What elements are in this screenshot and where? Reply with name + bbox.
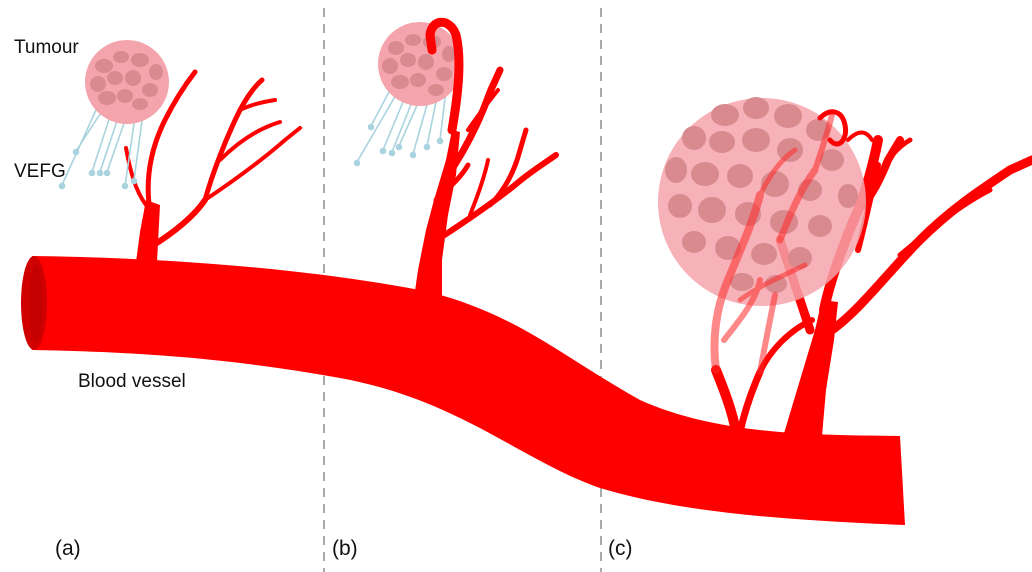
vefg-label: VEFG <box>14 162 66 181</box>
tumour-label: Tumour <box>14 38 79 57</box>
panel-a <box>60 40 301 262</box>
panel-a-label: (a) <box>55 538 81 559</box>
panel-b-label: (b) <box>332 538 358 559</box>
panel-b <box>355 22 557 300</box>
tumour-b <box>378 22 462 106</box>
blood-vessel-label: Blood vessel <box>78 372 186 391</box>
panel-c-label: (c) <box>608 538 633 559</box>
tumour-a <box>85 40 169 124</box>
panel-c <box>658 97 1032 440</box>
